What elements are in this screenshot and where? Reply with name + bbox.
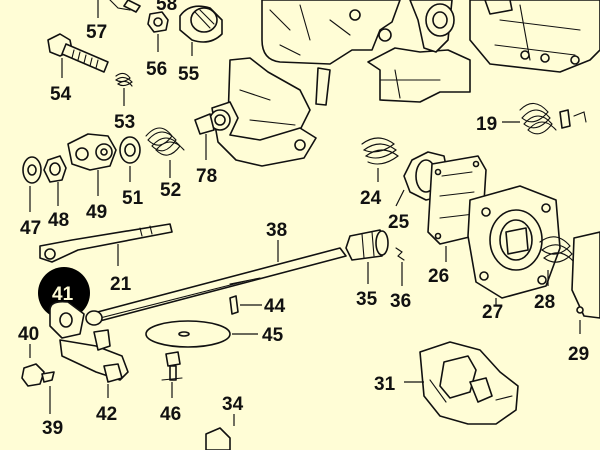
label-52: 52 — [160, 180, 181, 201]
label-24: 24 — [360, 188, 382, 209]
part-39-screw: 39 — [21, 363, 63, 439]
label-34: 34 — [222, 394, 244, 415]
label-38: 38 — [266, 220, 287, 241]
part-47-washer: 47 — [20, 156, 42, 239]
part-54-screw: 54 — [47, 33, 109, 105]
label-45: 45 — [262, 325, 284, 346]
part-42-bracket: 42 — [49, 300, 129, 425]
label-25: 25 — [388, 212, 410, 233]
carburetor-body — [227, 0, 600, 161]
part-27-pump-housing: 27 — [467, 185, 561, 323]
label-41: 41 — [52, 284, 74, 305]
label-46: 46 — [160, 404, 181, 425]
part-40-washer: 40 — [18, 324, 39, 358]
part-55-cap: 55 — [178, 5, 223, 85]
label-55: 55 — [178, 64, 200, 85]
label-40: 40 — [18, 324, 39, 345]
label-42: 42 — [96, 404, 117, 425]
part-57-screw: 57 — [86, 0, 141, 43]
part-44-pin: 44 — [229, 295, 286, 317]
part-46-pin: 46 — [160, 351, 183, 425]
label-36: 36 — [390, 291, 411, 312]
label-58: 58 — [156, 0, 177, 15]
part-38-rod: 38 — [85, 220, 347, 326]
label-51: 51 — [122, 188, 144, 209]
label-49: 49 — [86, 202, 107, 223]
label-31: 31 — [374, 374, 396, 395]
part-36-clip: 36 — [390, 247, 411, 312]
part-21-shaft: 21 — [39, 223, 173, 295]
label-78: 78 — [196, 166, 217, 187]
label-28: 28 — [534, 292, 555, 313]
label-47: 47 — [20, 218, 41, 239]
label-19: 19 — [476, 114, 497, 135]
label-48: 48 — [48, 210, 69, 231]
part-53-spring: 53 — [114, 72, 135, 133]
label-39: 39 — [42, 418, 63, 439]
part-19-spring: 19 — [476, 102, 587, 135]
part-28-spring: 28 — [534, 236, 575, 313]
part-49-lever: 49 — [67, 133, 117, 223]
part-31-body: 31 — [374, 341, 519, 425]
label-54: 54 — [50, 84, 72, 105]
label-56: 56 — [146, 59, 167, 80]
part-78-bracket: 78 — [194, 101, 317, 187]
part-58-nut: 58 — [156, 0, 177, 15]
part-34-block: 34 — [205, 394, 244, 450]
part-45-disc: 45 — [145, 320, 284, 348]
part-48-washer: 48 — [43, 155, 69, 231]
label-21: 21 — [110, 274, 132, 295]
label-57: 57 — [86, 22, 107, 43]
label-35: 35 — [356, 289, 378, 310]
label-29: 29 — [568, 344, 589, 365]
part-52-spring: 52 — [145, 127, 185, 201]
part-35-bushing: 35 — [345, 229, 389, 310]
part-24-spring: 24 — [360, 137, 399, 209]
part-29-cover: 29 — [568, 231, 600, 365]
label-44: 44 — [264, 296, 286, 317]
label-26: 26 — [428, 266, 449, 287]
part-51-washer: 51 — [119, 136, 144, 209]
label-53: 53 — [114, 112, 135, 133]
part-56-nut: 56 — [146, 11, 169, 80]
label-27: 27 — [482, 302, 503, 323]
